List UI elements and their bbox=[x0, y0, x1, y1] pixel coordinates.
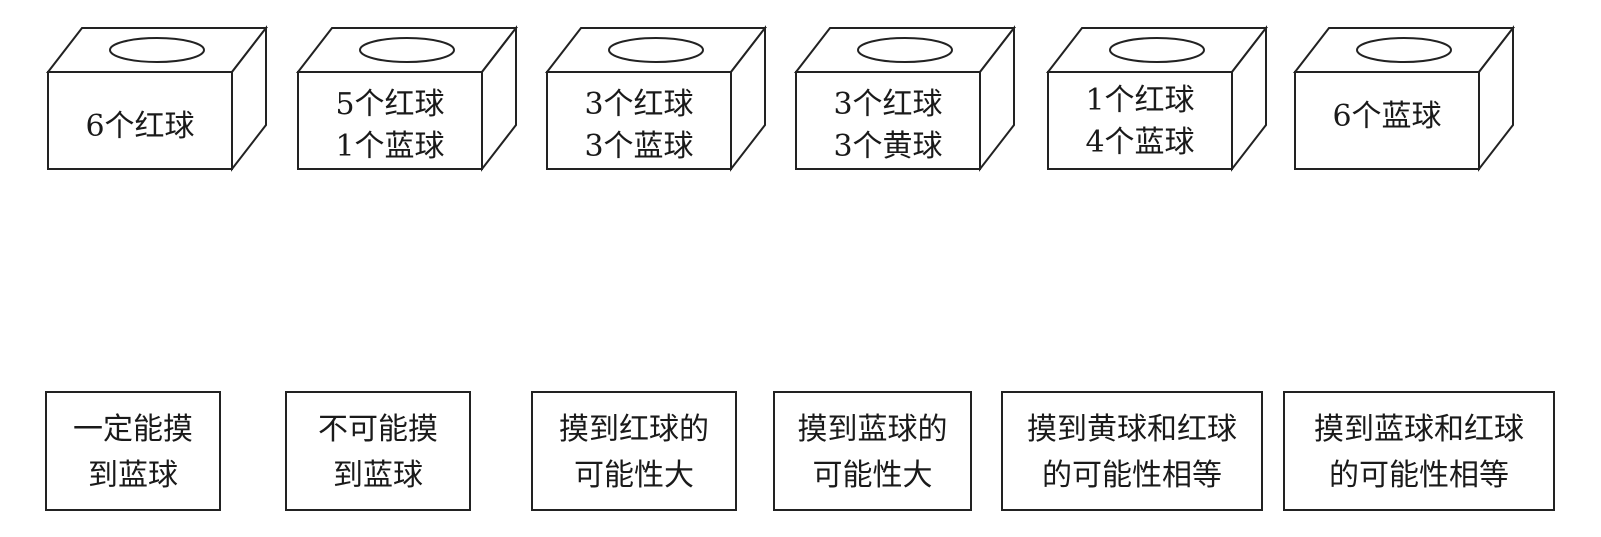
box-2-line-1: 5个红球 bbox=[335, 87, 445, 122]
box-1-label: 6个红球 bbox=[48, 106, 232, 148]
box-3-line-2: 3个蓝球 bbox=[584, 129, 694, 164]
card-3-line-1: 摸到红球的 bbox=[559, 412, 709, 447]
box-6-line-1: 6个蓝球 bbox=[1332, 99, 1442, 134]
card-2-line-1: 不可能摸 bbox=[318, 412, 438, 447]
card-5-line-2: 的可能性相等 bbox=[1042, 458, 1222, 493]
box-3-line-1: 3个红球 bbox=[584, 87, 694, 122]
box-3-label: 3个红球 3个蓝球 bbox=[547, 84, 731, 168]
card-3: 摸到红球的 可能性大 bbox=[531, 391, 737, 511]
box-4-label: 3个红球 3个黄球 bbox=[796, 84, 980, 168]
box-2-line-2: 1个蓝球 bbox=[335, 129, 445, 164]
box-5 bbox=[1045, 25, 1269, 172]
card-1: 一定能摸 到蓝球 bbox=[45, 391, 221, 511]
card-6: 摸到蓝球和红球 的可能性相等 bbox=[1283, 391, 1555, 511]
card-6-line-2: 的可能性相等 bbox=[1329, 458, 1509, 493]
card-3-line-2: 可能性大 bbox=[574, 458, 694, 493]
card-1-line-2: 到蓝球 bbox=[88, 458, 178, 493]
box-5-line-1: 1个红球 bbox=[1085, 83, 1195, 118]
box-6-label: 6个蓝球 bbox=[1295, 96, 1479, 138]
card-1-line-1: 一定能摸 bbox=[73, 412, 193, 447]
boxes-diagram bbox=[45, 25, 1516, 172]
box-5-label: 1个红球 4个蓝球 bbox=[1048, 80, 1232, 164]
card-6-line-1: 摸到蓝球和红球 bbox=[1314, 412, 1524, 447]
card-5-line-1: 摸到黄球和红球 bbox=[1027, 412, 1237, 447]
card-4-line-2: 可能性大 bbox=[812, 458, 933, 493]
box-5-line-2: 4个蓝球 bbox=[1085, 125, 1195, 160]
box-1-line-1: 6个红球 bbox=[85, 109, 195, 144]
box-4-line-1: 3个红球 bbox=[833, 87, 943, 122]
card-4: 摸到蓝球的 可能性大 bbox=[773, 391, 972, 511]
box-1 bbox=[45, 25, 269, 172]
box-4 bbox=[793, 25, 1017, 172]
box-3 bbox=[544, 25, 768, 172]
box-2-label: 5个红球 1个蓝球 bbox=[298, 84, 482, 168]
box-6 bbox=[1292, 25, 1516, 172]
card-4-line-1: 摸到蓝球的 bbox=[797, 412, 948, 447]
card-2-line-2: 到蓝球 bbox=[333, 458, 423, 493]
box-2 bbox=[295, 25, 519, 172]
card-5: 摸到黄球和红球 的可能性相等 bbox=[1001, 391, 1263, 511]
box-4-line-2: 3个黄球 bbox=[833, 129, 943, 164]
card-2: 不可能摸 到蓝球 bbox=[285, 391, 471, 511]
